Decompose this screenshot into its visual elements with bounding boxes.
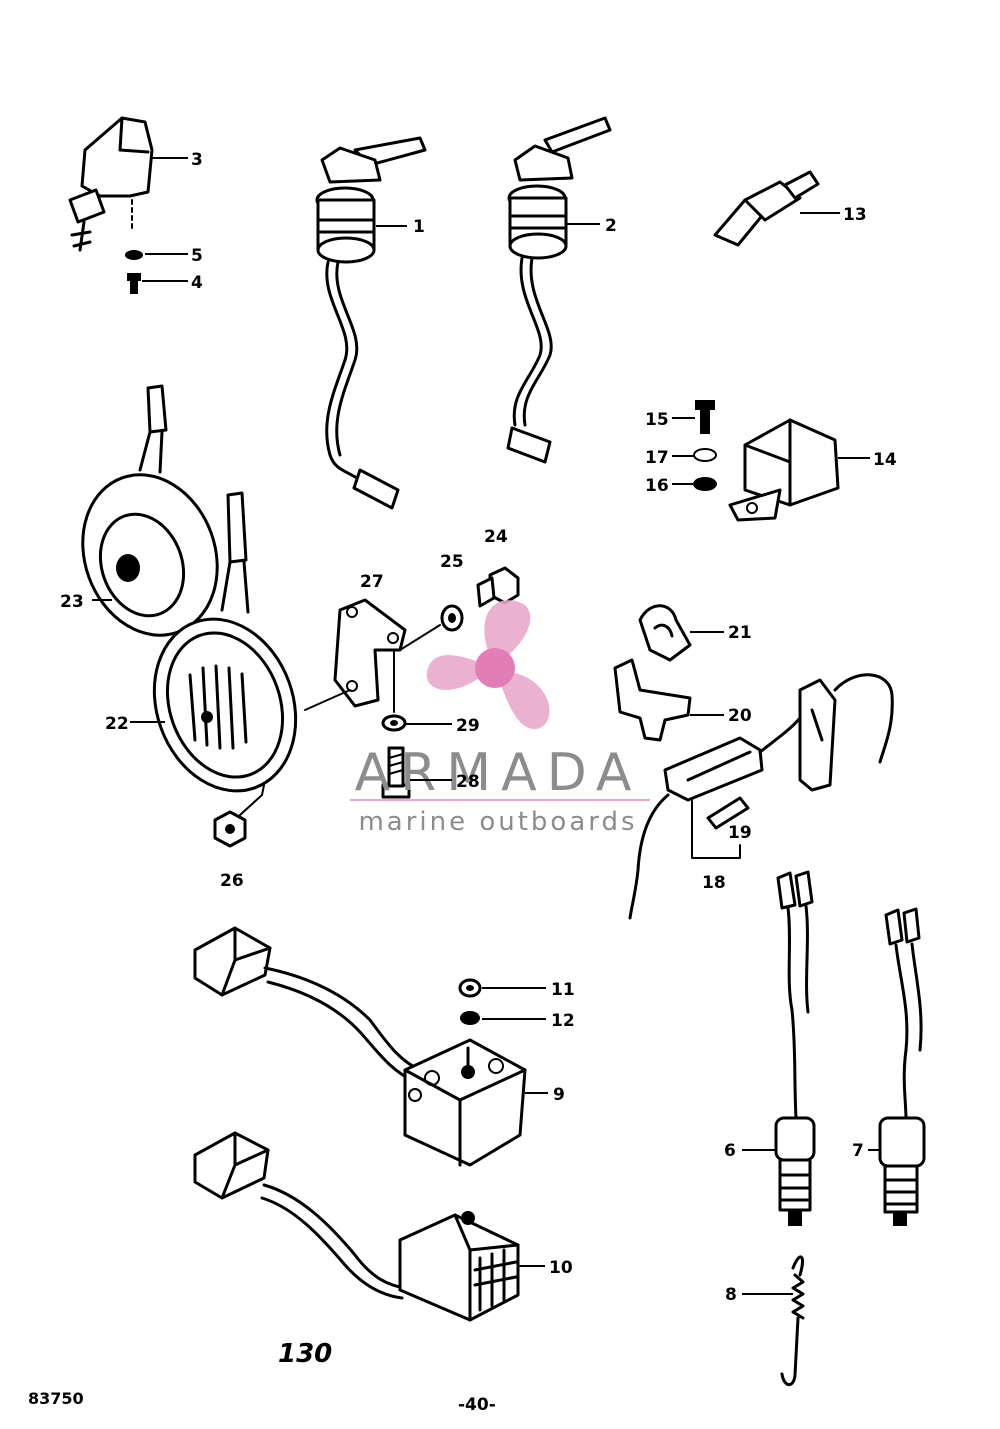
part-drawing-7 (878, 907, 926, 1226)
part-label-23: 23 (60, 592, 84, 612)
part-drawing-12 (460, 1011, 480, 1025)
part-label-5: 5 (191, 246, 203, 266)
part-drawing-27 (304, 598, 407, 711)
part-drawing-23 (81, 384, 219, 637)
watermark-tagline: marine outboards (358, 807, 637, 837)
part-label-28: 28 (456, 772, 480, 792)
part-drawing-9 (193, 926, 527, 1167)
leader-lines (92, 157, 880, 1295)
part-label-25: 25 (440, 552, 464, 572)
part-label-13: 13 (843, 205, 867, 225)
part-label-4: 4 (191, 273, 203, 293)
part-label-21: 21 (728, 623, 752, 643)
part-label-12: 12 (551, 1011, 575, 1031)
part-drawing-1 (315, 136, 427, 510)
part-label-27: 27 (360, 572, 384, 592)
part-label-16: 16 (645, 476, 669, 496)
part-drawing-15 (695, 400, 715, 434)
part-label-11: 11 (551, 980, 575, 1000)
part-label-14: 14 (873, 450, 897, 470)
part-drawing-13 (713, 170, 820, 247)
part-label-18: 18 (702, 873, 726, 893)
part-drawing-21 (638, 604, 692, 662)
part-drawing-6 (774, 870, 816, 1226)
armada-logo-icon (426, 600, 550, 730)
part-label-15: 15 (645, 410, 669, 430)
part-drawing-10 (193, 1131, 520, 1322)
part-label-3: 3 (191, 150, 203, 170)
part-drawing-11 (458, 978, 482, 998)
part-drawing-19 (706, 796, 750, 830)
reference-code: 83750 (28, 1389, 84, 1408)
part-drawing-2 (506, 116, 612, 464)
part-drawing-16 (693, 477, 717, 491)
page-number: -40- (458, 1395, 496, 1415)
part-drawing-20 (613, 658, 692, 742)
part-label-7: 7 (852, 1141, 864, 1161)
part-label-19: 19 (728, 823, 752, 843)
part-drawing-29 (381, 649, 407, 732)
part-labels: 1 2 3 4 5 6 7 8 9 10 11 12 13 14 15 16 1… (60, 150, 897, 1305)
part-label-29: 29 (456, 716, 480, 736)
figure-number: 130 (278, 1339, 332, 1369)
part-label-24: 24 (484, 527, 508, 547)
part-label-6: 6 (724, 1141, 736, 1161)
part-label-1: 1 (413, 217, 425, 237)
part-drawing-5 (125, 250, 143, 260)
part-drawing-22 (152, 491, 298, 793)
part-drawing-24 (476, 566, 520, 608)
part-drawing-3 (68, 116, 154, 252)
part-drawing-25 (399, 604, 464, 651)
part-label-17: 17 (645, 448, 669, 468)
part-drawing-17 (693, 448, 717, 462)
part-label-9: 9 (553, 1085, 565, 1105)
part-label-2: 2 (605, 216, 617, 236)
part-label-20: 20 (728, 706, 752, 726)
part-drawing-18 (628, 673, 894, 920)
part-drawing-8 (780, 1255, 805, 1387)
part-label-8: 8 (725, 1285, 737, 1305)
part-label-10: 10 (549, 1258, 573, 1278)
watermark-brand: ARMADA (355, 743, 642, 803)
part-label-26: 26 (220, 871, 244, 891)
part-label-22: 22 (105, 714, 129, 734)
part-drawing-4 (127, 273, 141, 294)
part-drawing-14 (728, 418, 840, 522)
part-drawing-28 (381, 746, 411, 799)
part-drawing-26 (213, 784, 265, 848)
